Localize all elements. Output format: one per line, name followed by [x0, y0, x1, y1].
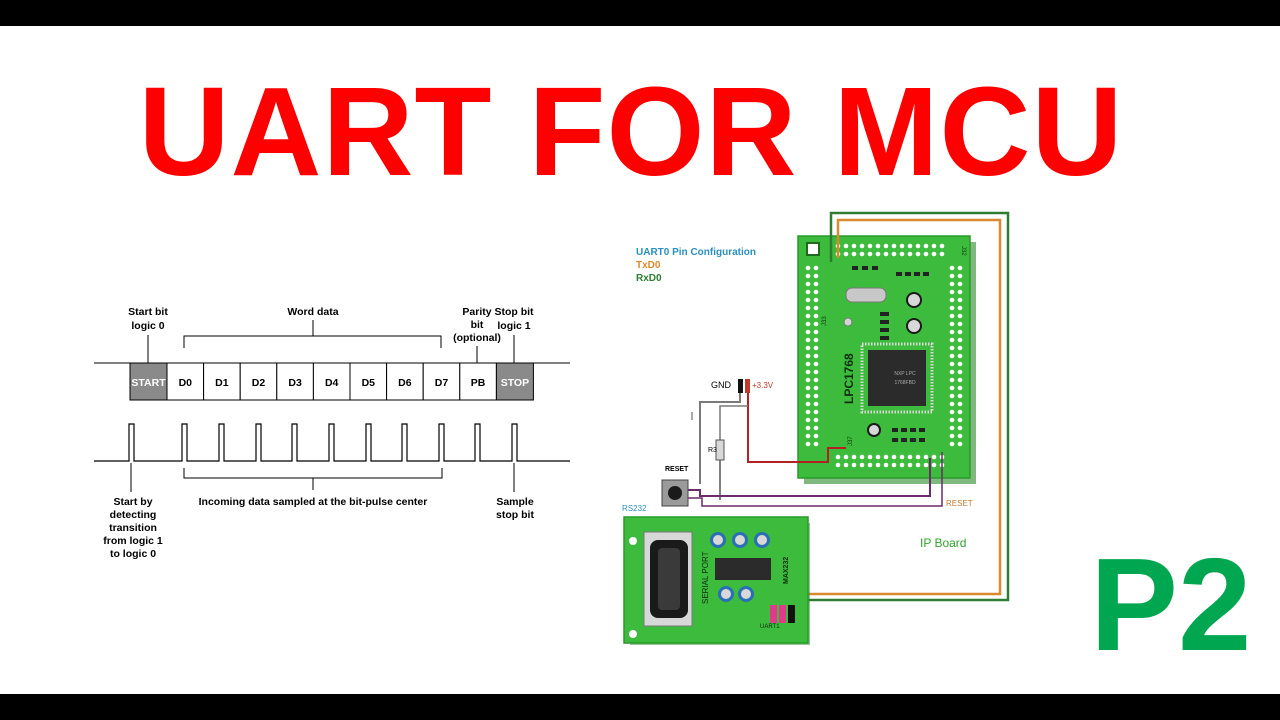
- incoming-data-label: Incoming data sampled at the bit-pulse c…: [199, 496, 428, 508]
- top-header-pins: [835, 243, 945, 257]
- start-bit-label-line1: Start bit: [128, 306, 168, 318]
- frame-label-d7: D7: [435, 377, 449, 389]
- rxd0-label: RxD0: [636, 273, 662, 284]
- header-j32-label: J32: [960, 246, 966, 256]
- frame-label-d4: D4: [325, 377, 339, 389]
- gnd-label: GND: [711, 380, 732, 390]
- bottom-letterbox-bar: [0, 694, 1280, 720]
- start-bit-label-line2: logic 0: [131, 320, 164, 332]
- stop-bit-label-line2: logic 1: [497, 320, 530, 332]
- lpc1768-label: LPC1768: [842, 353, 856, 404]
- sample-stop-line1: Sample: [496, 496, 534, 508]
- frame-cell-d7: [422, 362, 461, 401]
- start-detect-line5: to logic 0: [110, 548, 156, 560]
- resistor-r3: [715, 439, 725, 461]
- rs232-label: RS232: [622, 504, 647, 513]
- start-detect-line2: detecting: [110, 509, 157, 521]
- uart0-config-title: UART0 Pin Configuration: [636, 247, 756, 258]
- start-detect-line4: from logic 1: [103, 535, 163, 547]
- frame-label-stop: STOP: [501, 377, 529, 389]
- top-letterbox-bar: [0, 0, 1280, 26]
- max232-label: MAX232: [783, 557, 790, 584]
- frame-cell-d5: [349, 362, 388, 401]
- header-j37-label: J37: [848, 436, 854, 446]
- frame-cell-pb: [459, 362, 497, 401]
- part-label: P2: [1090, 531, 1252, 678]
- frame-cell-d1: [203, 362, 241, 401]
- parity-bit-label-line1: Parity: [462, 306, 491, 318]
- frame-label-d5: D5: [362, 377, 376, 389]
- vcc-label: +3.3V: [752, 381, 774, 390]
- frame-label-d3: D3: [288, 377, 302, 389]
- reset-button-label: RESET: [665, 466, 689, 473]
- header-j33-label: J33: [822, 316, 828, 326]
- left-header-pins: [805, 265, 819, 447]
- stop-bit-label-line1: Stop bit: [494, 306, 534, 318]
- uart-jumper-header: [770, 605, 795, 623]
- frame-label-d1: D1: [215, 377, 229, 389]
- rs232-capacitors: [710, 532, 770, 602]
- word-data-label: Word data: [287, 306, 338, 318]
- sample-stop-line2: stop bit: [496, 509, 534, 521]
- parity-bit-label-line2: bit: [471, 319, 484, 331]
- uart1-label: UART1: [760, 624, 780, 630]
- lpc1768-chip: NXP LPC 1768FBD: [860, 342, 934, 414]
- page-title: UART FOR MCU: [138, 61, 1124, 202]
- serial-port-label: SERIAL PORT: [701, 551, 710, 604]
- svg-text:NXP LPC: NXP LPC: [894, 371, 916, 377]
- svg-text:1768FBD: 1768FBD: [894, 380, 916, 386]
- hardware-illustration: UART0 Pin Configuration TxD0 RxD0: [622, 211, 1010, 645]
- frame-label-start: START: [131, 377, 166, 389]
- crystal-oscillator: [845, 287, 887, 303]
- txd0-label: TxD0: [636, 260, 661, 271]
- start-detect-line3: transition: [109, 522, 157, 534]
- vcc-wire: [747, 393, 846, 463]
- parity-bit-label-line3: (optional): [453, 332, 501, 344]
- db9-serial-connector: [643, 531, 693, 627]
- reset-wire: [688, 458, 931, 497]
- right-header-pins: [949, 265, 963, 447]
- frame-label-d6: D6: [398, 377, 412, 389]
- max232-chip: [715, 558, 771, 580]
- resistor-r3-label: R3: [708, 447, 717, 454]
- frame-cell-start: [129, 362, 168, 401]
- frame-cell-d6: [386, 362, 424, 401]
- frame-label-d0: D0: [179, 377, 193, 389]
- gnd-wire: [699, 393, 741, 484]
- reset-wire-label: RESET: [946, 499, 973, 508]
- frame-label-d2: D2: [252, 377, 266, 389]
- start-detect-line1: Start by: [113, 496, 152, 508]
- uart-timing-diagram: Start bit logic 0 Word data Parity bit (…: [94, 306, 570, 560]
- sampling-pulse-train: [94, 423, 570, 462]
- frame-cell-stop: [495, 362, 534, 401]
- ip-board-label: IP Board: [920, 536, 966, 550]
- frame-label-pb: PB: [471, 377, 486, 389]
